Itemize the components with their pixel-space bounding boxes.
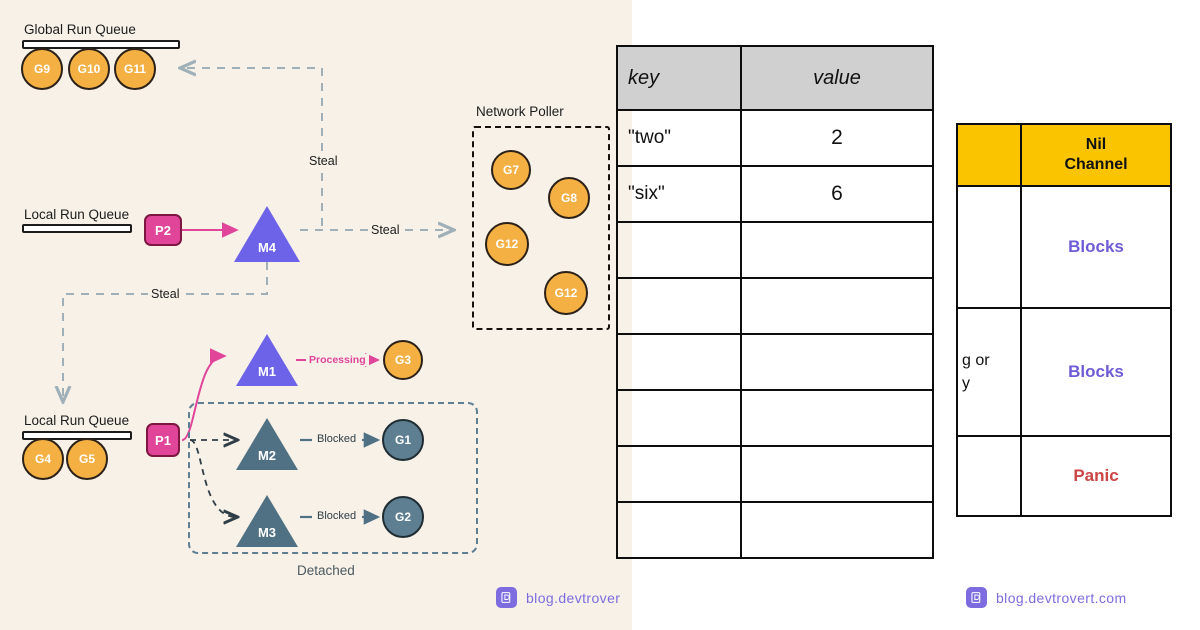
nil-row-left: g or y [956,307,1022,437]
watermark-left: blog.devtrover [496,587,620,608]
column-header-key: key [616,45,742,111]
nil-row-result: Panic [1020,435,1172,517]
cell-value [740,221,934,279]
blocked-label-2: Blocked [314,510,360,522]
watermark-right-text: blog.devtrovert.com [996,589,1127,606]
global-run-queue-label: Global Run Queue [24,22,136,37]
table-row [616,277,934,335]
nil-header-line2: Channel [1064,156,1128,173]
local-run-queue-top-label: Local Run Queue [24,207,130,222]
machine-m4-label: M4 [257,240,277,255]
cell-value: 2 [740,109,934,167]
cell-key [616,221,742,279]
machine-m3: M3 [236,495,298,547]
detached-box [188,402,478,554]
nil-row-result: Blocks [1020,307,1172,437]
logo-glyph [501,592,511,603]
watermark-left-text: blog.devtrover [526,589,621,606]
goroutine-circle: G9 [21,48,63,90]
steal-label-vertical: Steal [306,154,341,168]
machine-m2-label: M2 [257,448,277,463]
cell-key: "two" [616,109,742,167]
goroutine-g1: G1 [382,419,424,461]
devtrovert-logo-icon [496,587,517,608]
tables-panel: key value "two" 2 "six" 6 [616,0,1200,630]
table-row: g or y Blocks [956,307,1172,437]
table-row: "six" 6 [616,165,934,223]
nil-row-left-line2: y [962,375,970,392]
local-run-queue-bottom-label: Local Run Queue [24,413,130,428]
cell-value [740,389,934,447]
machine-m1: M1 [236,334,298,386]
table-row [616,389,934,447]
machine-m4: M4 [234,206,300,262]
triangle-shape [236,418,298,470]
table-header-row: key value [616,45,934,111]
goroutine-circle: G11 [114,48,156,90]
cell-key [616,277,742,335]
cell-value [740,277,934,335]
detached-label: Detached [297,563,355,578]
table-row [616,333,934,391]
nil-channel-table: Nil Channel Blocks g or y Blocks [956,123,1172,517]
cell-value: 6 [740,165,934,223]
triangle-shape [236,495,298,547]
machine-m3-label: M3 [257,525,277,540]
key-value-table: key value "two" 2 "six" 6 [616,45,934,559]
nil-row-result: Blocks [1020,185,1172,309]
goroutine-circle: G12 [544,271,588,315]
cell-value [740,333,934,391]
machine-m1-label: M1 [257,364,277,379]
goroutine-circle: G4 [22,438,64,480]
triangle-shape [236,334,298,386]
scheduler-diagram-panel: Global Run Queue G9 G10 G11 Local Run Qu… [0,0,632,630]
cell-key: "six" [616,165,742,223]
table-row: Blocks [956,185,1172,309]
cell-key [616,501,742,559]
nil-header-line1: Nil [1085,136,1107,153]
column-header-value: value [740,45,934,111]
goroutine-circle: G10 [68,48,110,90]
processing-label: Processing [306,354,369,366]
table-row: Panic [956,435,1172,517]
nil-header-blank [956,123,1022,187]
steal-label-horizontal: Steal [368,223,403,237]
cell-key [616,333,742,391]
table-row [616,501,934,559]
goroutine-g3: G3 [383,340,423,380]
local-run-queue-bottom-bar [22,431,132,440]
triangle-shape [234,206,300,262]
global-run-queue-bar [22,40,180,49]
network-poller-box [472,126,610,330]
goroutine-circle: G12 [485,222,529,266]
processor-p1: P1 [146,423,180,457]
nil-channel-header: Nil Channel [1020,123,1172,187]
cell-key [616,389,742,447]
table-row: "two" 2 [616,109,934,167]
table-row [616,445,934,503]
cell-value [740,501,934,559]
devtrovert-logo-icon [966,587,987,608]
table-row [616,221,934,279]
goroutine-circle: G7 [491,150,531,190]
logo-glyph [971,592,981,603]
cell-key [616,445,742,503]
goroutine-circle: G5 [66,438,108,480]
machine-m2: M2 [236,418,298,470]
watermark-right: blog.devtrovert.com [966,587,1127,608]
nil-row-left [956,185,1022,309]
blocked-label-1: Blocked [314,433,360,445]
table-header-row: Nil Channel [956,123,1172,187]
nil-row-left [956,435,1022,517]
network-poller-label: Network Poller [476,104,564,119]
goroutine-circle: G8 [548,177,590,219]
processor-p2: P2 [144,214,182,246]
cell-value [740,445,934,503]
goroutine-g2: G2 [382,496,424,538]
steal-label-down-left: Steal [148,287,183,301]
local-run-queue-top-bar [22,224,132,233]
nil-row-left-line1: g or [962,351,990,369]
